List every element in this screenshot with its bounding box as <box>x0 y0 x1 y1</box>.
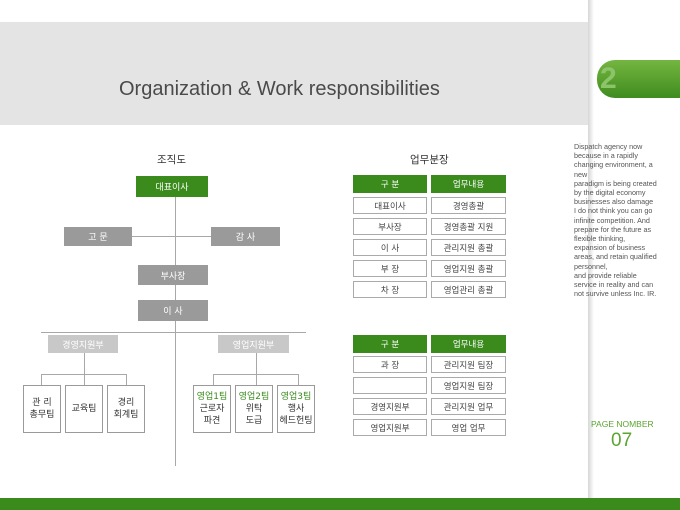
green-tab <box>597 60 680 98</box>
table2-cell: 관리지원 팀장 <box>431 356 506 373</box>
tab-number: 2 <box>600 62 617 95</box>
connector-line <box>126 374 127 385</box>
duties-heading: 업무분장 <box>410 154 449 166</box>
connector-line <box>84 374 85 385</box>
side-text-line: not survive unless Inc. IR. <box>574 289 657 299</box>
table1-header-category: 구 분 <box>353 175 427 193</box>
table1-cell: 경영총괄 지원 <box>431 218 506 235</box>
side-text-line: infinite competition. And <box>574 215 650 225</box>
table1-cell: 부 장 <box>353 260 427 277</box>
table1-header-work: 업무내용 <box>431 175 506 193</box>
table1-cell: 차 장 <box>353 281 427 298</box>
team-label: 근로자 <box>199 404 225 414</box>
bottom-bar <box>0 498 680 510</box>
org-chart-heading: 조직도 <box>157 154 186 166</box>
connector-line <box>256 374 257 385</box>
table1-cell: 경영총괄 <box>431 197 506 214</box>
org-advisor-box: 고 문 <box>64 227 132 246</box>
team-label: 영업1팀 <box>196 392 228 402</box>
team-label: 영업3팀 <box>280 392 312 402</box>
page-title: Organization & Work responsibilities <box>119 78 440 100</box>
team-label: 헤드헌팅 <box>279 416 313 426</box>
table1-cell: 관리지원 총괄 <box>431 239 506 256</box>
page-number: 07 <box>611 430 633 451</box>
page-number-label: PAGE NOMBER <box>591 419 654 429</box>
team-label: 회계팀 <box>113 410 139 420</box>
side-text-line: because in a rapidly <box>574 151 638 161</box>
team-label: 총무팀 <box>29 410 55 420</box>
table2-cell: 영업 업무 <box>431 419 506 436</box>
org-team-box: 영업1팀 근로자 파견 <box>193 385 231 433</box>
table2-header-work: 업무내용 <box>431 335 506 353</box>
side-text-line: by the digital economy <box>574 188 646 198</box>
connector-line <box>84 353 85 374</box>
connector-line <box>213 374 214 385</box>
connector-line <box>298 374 299 385</box>
side-text-line: areas, and retain qualified <box>574 252 657 262</box>
side-text-line: I do not think you can go <box>574 206 653 216</box>
connector-line <box>41 374 42 385</box>
org-dept-mgmt-box: 경영지원부 <box>48 335 118 353</box>
team-label: 영업2팀 <box>238 392 270 402</box>
table2-cell: 영업지원 팀장 <box>431 377 506 394</box>
connector-line <box>41 332 306 333</box>
org-team-box: 영업3팀 행사 헤드헌팅 <box>277 385 315 433</box>
team-label: 도급 <box>245 416 263 426</box>
side-text-line: personnel, <box>574 261 608 271</box>
table2-cell: 과 장 <box>353 356 427 373</box>
side-text-line: changing environment, a <box>574 160 653 170</box>
team-label: 경리 <box>117 398 135 408</box>
side-text-line: expansion of business <box>574 243 646 253</box>
org-team-box: 교육팀 <box>65 385 103 433</box>
table1-cell: 이 사 <box>353 239 427 256</box>
table2-cell: 영업지원부 <box>353 419 427 436</box>
side-text-line: and provide reliable <box>574 270 637 280</box>
org-ceo-box: 대표이사 <box>136 176 208 197</box>
table1-cell: 부사장 <box>353 218 427 235</box>
connector-line <box>175 197 176 466</box>
table2-header-category: 구 분 <box>353 335 427 353</box>
side-text-line: service in reality and can <box>574 280 654 290</box>
page-fold-shadow <box>588 0 594 510</box>
table2-cell <box>353 377 427 394</box>
org-vice-president-box: 부사장 <box>138 265 208 285</box>
table2-cell: 관리지원 업무 <box>431 398 506 415</box>
team-label: 행사 <box>287 404 305 414</box>
side-text-line: Dispatch agency now <box>574 142 643 151</box>
header-band <box>0 22 590 125</box>
side-text-line: flexible thinking, <box>574 234 626 244</box>
team-label: 관 리 <box>32 398 52 408</box>
org-director-box: 이 사 <box>138 300 208 321</box>
org-team-box: 영업2팀 위탁 도급 <box>235 385 273 433</box>
org-team-box: 경리 회계팀 <box>107 385 145 433</box>
org-team-box: 관 리 총무팀 <box>23 385 61 433</box>
side-text: Dispatch agency now because in a rapidly… <box>574 142 666 298</box>
table1-cell: 대표이사 <box>353 197 427 214</box>
team-label: 교육팀 <box>71 404 97 414</box>
side-text-line: businesses also damage <box>574 197 654 207</box>
team-label: 파견 <box>203 416 221 426</box>
table1-cell: 영업관리 총괄 <box>431 281 506 298</box>
org-dept-sales-box: 영업지원부 <box>218 335 289 353</box>
org-auditor-box: 감 사 <box>211 227 280 246</box>
connector-line <box>256 353 257 374</box>
table1-cell: 영업지원 총괄 <box>431 260 506 277</box>
table2-cell: 경영지원부 <box>353 398 427 415</box>
side-text-line: paradigm is being created <box>574 178 657 188</box>
side-text-line: new <box>574 169 588 179</box>
connector-line <box>64 236 267 237</box>
team-label: 위탁 <box>245 404 263 414</box>
side-text-line: prepare for the future as <box>574 224 652 234</box>
